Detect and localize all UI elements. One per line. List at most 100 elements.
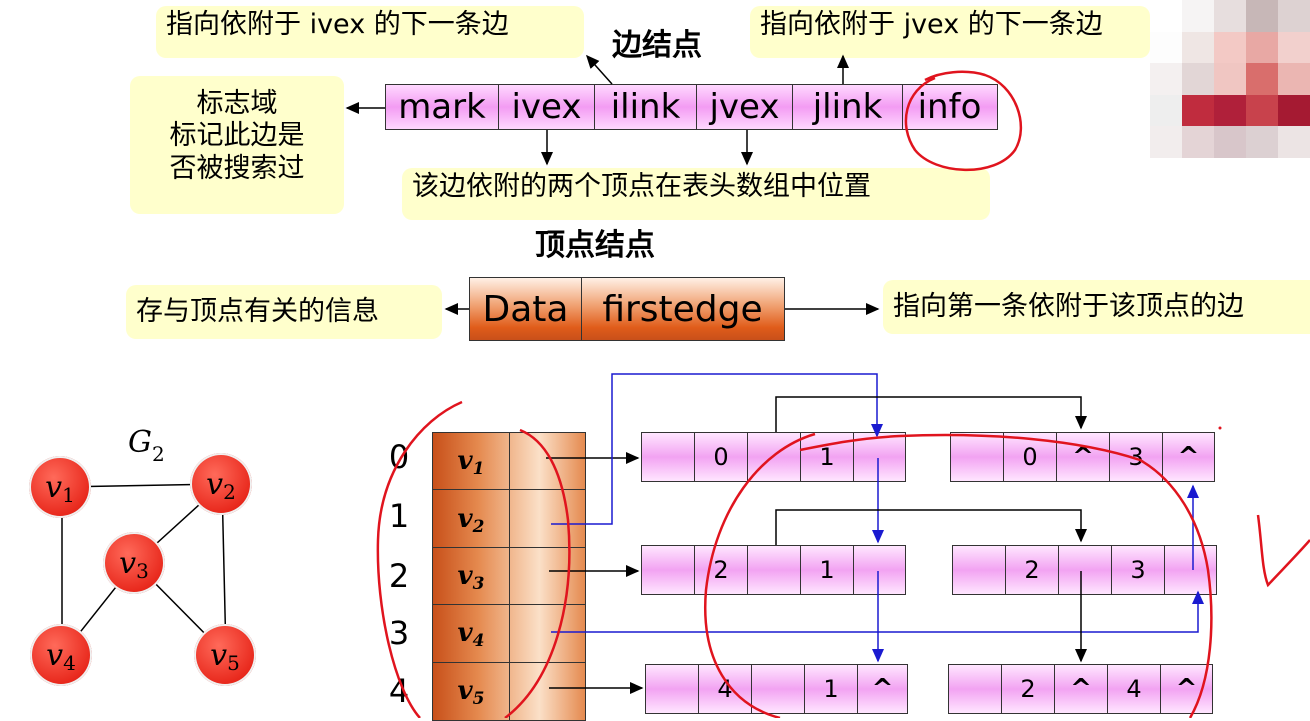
webcam-tile (1214, 31, 1246, 64)
vertex-name-v4: v (457, 618, 473, 649)
graph-label-name: G (128, 425, 152, 460)
graph-label-sub: 2 (151, 442, 165, 466)
red-circle-info (904, 70, 1023, 172)
field-firstedge: firstedge (602, 288, 763, 330)
red-loop-vertex-array (376, 400, 571, 718)
edge-cell-ilink (748, 546, 801, 594)
webcam-tile (1150, 126, 1182, 158)
pointer-v2-first (551, 373, 883, 525)
webcam-tile (1214, 94, 1246, 127)
jlink-note: 指向依附于 jvex 的下一条边 (750, 6, 1150, 58)
edge-cell-mark (949, 665, 1002, 713)
vertex-name-v1: v (457, 446, 473, 477)
pointer-v4-first (551, 590, 1204, 633)
edge-cell-jvex: 1 (801, 433, 854, 481)
graph-vertex-v4-label: v (46, 637, 64, 673)
vertex-node-fields: Data firstedge (469, 277, 785, 341)
webcam-tile (1214, 0, 1246, 32)
vertex-name-v3: v (457, 560, 473, 591)
mark-note-line-1: 标志域 (196, 88, 278, 119)
edge-node-4-1: 4 1 ^ (645, 664, 908, 714)
edge-cell-ivex: 0 (1004, 433, 1057, 481)
edge-node-2-1: 2 1 (641, 545, 906, 595)
webcam-tile (1246, 0, 1278, 32)
firstedge-note: 指向第一条依附于该顶点的边 (883, 280, 1310, 334)
edge-cell-jvex: 1 (805, 665, 858, 713)
edge-cell-ilink: ^ (1057, 433, 1110, 481)
webcam-tile (1278, 0, 1310, 32)
data-note: 存与顶点有关的信息 (126, 285, 442, 339)
red-checkmark (1256, 514, 1310, 588)
vertex-sub-v4: 4 (472, 631, 485, 652)
edge-cell-jvex: 4 (1108, 665, 1161, 713)
edge-cell-jvex: 3 (1112, 546, 1165, 594)
graph-vertex-v4-sub: 4 (63, 651, 76, 675)
edge-cell-ivex: 0 (695, 433, 748, 481)
webcam-tile (1214, 126, 1246, 158)
ilink-note: 指向依附于 ivex 的下一条边 (156, 6, 584, 58)
red-dot (1218, 426, 1222, 430)
edge-cell-ivex: 4 (699, 665, 752, 713)
graph-vertex-v1-label: v (45, 469, 63, 505)
index-3: 3 (388, 614, 410, 652)
field-ilink: ilink (595, 85, 697, 129)
index-4: 4 (388, 672, 410, 710)
webcam-tile (1246, 31, 1278, 64)
edge-cell-jlink: ^ (1177, 442, 1200, 472)
webcam-tile (1182, 126, 1214, 158)
webcam-tile (1246, 63, 1278, 95)
webcam-tile (1182, 0, 1214, 32)
red-loop-edge-nodes (704, 432, 1213, 718)
field-mark: mark (386, 85, 499, 129)
graph-vertex-v5-label: v (210, 637, 228, 673)
field-data: Data (470, 278, 582, 340)
webcam-tile (1278, 31, 1310, 64)
webcam-tile (1182, 63, 1214, 95)
vertex-sub-v2: 2 (472, 516, 485, 537)
graph-vertex-v3-label: v (119, 545, 137, 581)
edge-cell-mark (953, 546, 1006, 594)
edge-cell-jvex: 3 (1110, 433, 1163, 481)
vertex-sub-v3: 3 (472, 573, 485, 594)
webcam-thumbnail (1150, 0, 1310, 158)
edge-cell-ilink: ^ (1055, 665, 1108, 713)
vertex-name-v5: v (457, 676, 473, 707)
webcam-tile (1278, 126, 1310, 158)
field-jlink: jlink (793, 85, 903, 129)
index-1: 1 (388, 497, 410, 535)
edge-cell-ivex: 2 (695, 546, 748, 594)
webcam-tile (1278, 94, 1310, 127)
mark-note: 标志域 标记此边是 否被搜索过 (130, 76, 344, 214)
edge-cell-mark (642, 433, 695, 481)
mark-note-line-2: 标记此边是 (169, 120, 305, 152)
edge-cell-jlink: ^ (1175, 674, 1198, 704)
webcam-tile (1150, 94, 1182, 127)
webcam-tile (1278, 63, 1310, 95)
field-ivex: ivex (499, 85, 595, 129)
edge-cell-jvex: 1 (801, 546, 854, 594)
edge-node-0-3: 0 ^ 3 ^ (950, 432, 1215, 482)
field-jvex: jvex (697, 85, 793, 129)
vertex-sub-v5: 5 (472, 689, 485, 710)
webcam-tile (1150, 0, 1182, 32)
edge-cell-ivex: 2 (1006, 546, 1059, 594)
edge-node-2-4: 2 ^ 4 ^ (948, 664, 1213, 714)
edge-cell-ilink (752, 665, 805, 713)
webcam-tile (1246, 94, 1278, 127)
webcam-tile (1150, 31, 1182, 64)
webcam-tile (1214, 63, 1246, 95)
edge-node-heading: 边结点 (612, 28, 702, 63)
edge-cell-ivex: 2 (1002, 665, 1055, 713)
arrow-ilink-note (586, 54, 613, 85)
